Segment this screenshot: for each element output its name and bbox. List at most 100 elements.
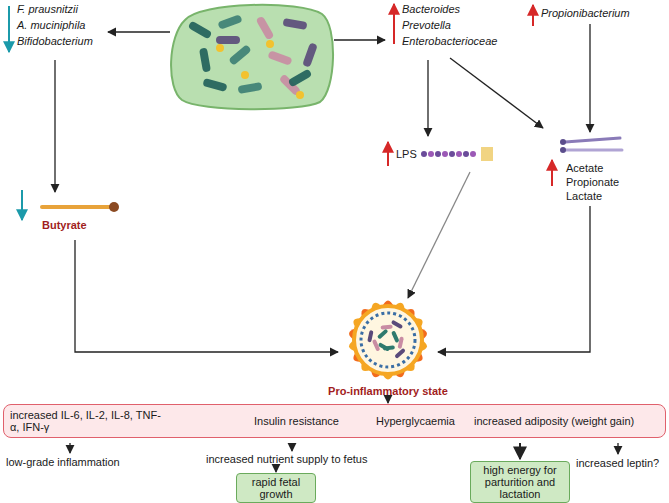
shape bbox=[108, 31, 170, 32]
shape bbox=[367, 330, 373, 343]
shape bbox=[75, 240, 338, 352]
shape bbox=[256, 16, 275, 41]
shape bbox=[267, 50, 292, 66]
shape bbox=[216, 44, 224, 52]
shape bbox=[188, 21, 213, 40]
label: Butyrate bbox=[42, 218, 87, 232]
outcome-box: high energy for parturition and lactatio… bbox=[470, 461, 570, 503]
shape bbox=[560, 139, 566, 145]
node-text: rapid fetal growth bbox=[242, 476, 310, 500]
shape bbox=[171, 5, 333, 109]
shape bbox=[489, 147, 490, 161]
shape bbox=[565, 149, 622, 152]
shape bbox=[463, 151, 469, 157]
shape bbox=[391, 320, 403, 329]
shape bbox=[391, 330, 400, 343]
shape bbox=[617, 443, 618, 454]
scfa-molecules bbox=[560, 138, 622, 153]
shape bbox=[491, 147, 492, 161]
shape bbox=[42, 205, 112, 209]
shape bbox=[354, 306, 422, 374]
shape bbox=[442, 151, 448, 157]
label: increased leptin? bbox=[576, 456, 659, 470]
shape bbox=[199, 47, 211, 72]
shape bbox=[282, 18, 307, 30]
label: Bacteroides bbox=[402, 2, 460, 16]
butyrate-molecule bbox=[42, 202, 119, 212]
label: Enterobacterioceae bbox=[402, 34, 497, 48]
node-text: Hyperglycaemia bbox=[376, 415, 455, 427]
shape bbox=[202, 78, 227, 92]
shape bbox=[8, 6, 10, 52]
shape bbox=[216, 36, 240, 44]
shape bbox=[421, 151, 427, 157]
node-text: Pro-inflammatory state bbox=[318, 385, 458, 398]
shape bbox=[427, 60, 428, 136]
shape bbox=[450, 58, 543, 128]
shape bbox=[291, 443, 292, 451]
shape bbox=[532, 5, 534, 26]
label: LPS bbox=[396, 147, 417, 161]
shape bbox=[241, 71, 249, 79]
node-text: increased adiposity (weight gain) bbox=[474, 415, 634, 427]
shape bbox=[481, 147, 482, 161]
label: F. prausnitzii bbox=[17, 2, 78, 16]
shape bbox=[449, 151, 455, 157]
shape bbox=[380, 324, 392, 329]
microbiota-cell bbox=[171, 5, 333, 109]
label: Acetate bbox=[566, 161, 603, 175]
node-text: Insulin resistance bbox=[254, 415, 339, 427]
shape bbox=[408, 172, 470, 298]
shape bbox=[377, 329, 389, 340]
trend-arrows bbox=[9, 4, 552, 220]
lps-molecule bbox=[421, 147, 492, 161]
shape bbox=[361, 313, 415, 367]
shape bbox=[237, 82, 262, 94]
shape bbox=[560, 147, 566, 153]
shape bbox=[393, 4, 395, 44]
shape bbox=[387, 142, 389, 166]
shape bbox=[266, 40, 274, 48]
shape bbox=[438, 206, 590, 352]
shape bbox=[334, 39, 385, 40]
shape bbox=[348, 301, 428, 380]
shape bbox=[485, 147, 486, 161]
label: Propionibacterium bbox=[541, 6, 630, 20]
node-text: increased IL-6, IL-2, IL-8, TNF-α, IFN-γ bbox=[10, 409, 170, 433]
shape bbox=[372, 339, 381, 352]
shape bbox=[69, 443, 70, 453]
label: low-grade inflammation bbox=[6, 455, 120, 469]
shape bbox=[565, 138, 620, 142]
outcome-box: rapid fetal growth bbox=[236, 473, 316, 503]
shape bbox=[228, 44, 252, 66]
connector bbox=[387, 399, 388, 403]
shape bbox=[398, 336, 404, 349]
shape bbox=[456, 151, 462, 157]
shape bbox=[383, 345, 395, 350]
shape bbox=[21, 190, 23, 220]
shape bbox=[54, 60, 55, 192]
shape bbox=[109, 202, 119, 212]
effects-band: increased IL-6, IL-2, IL-8, TNF-α, IFN-γ… bbox=[3, 404, 666, 438]
shape bbox=[394, 348, 406, 359]
node-text: high energy for parturition and lactatio… bbox=[476, 464, 564, 500]
shape bbox=[296, 91, 304, 99]
shape bbox=[435, 151, 441, 157]
shape bbox=[589, 24, 590, 132]
shape bbox=[288, 69, 313, 88]
label: Bifidobacterium bbox=[17, 34, 93, 48]
shape bbox=[302, 42, 318, 67]
label: A. muciniphila bbox=[17, 18, 85, 32]
shape bbox=[483, 147, 484, 161]
label: Prevotella bbox=[402, 18, 451, 32]
shape bbox=[519, 443, 521, 459]
label: Lactate bbox=[566, 189, 602, 203]
shape bbox=[487, 147, 488, 161]
label: increased nutrient supply to fetus bbox=[206, 452, 367, 466]
shape bbox=[217, 14, 242, 30]
shape bbox=[275, 465, 276, 472]
flame-ring bbox=[343, 295, 433, 385]
label: Propionate bbox=[566, 175, 619, 189]
pro-inflammatory-circle: Pro-inflammatory state bbox=[318, 295, 458, 398]
